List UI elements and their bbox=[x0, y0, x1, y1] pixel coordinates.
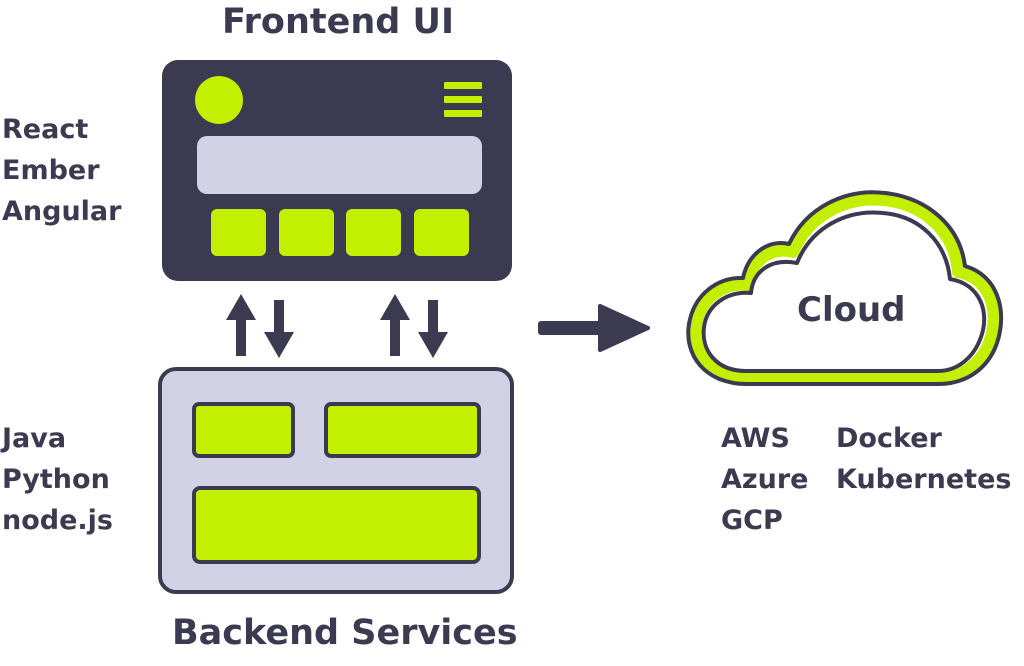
backend-block-medium bbox=[324, 402, 481, 458]
provider-item: GCP bbox=[721, 505, 783, 536]
backend-language-list: Java Python node.js bbox=[2, 418, 113, 541]
tool-item: Docker bbox=[836, 423, 942, 454]
provider-item: AWS bbox=[721, 423, 790, 454]
frontend-search-bar bbox=[197, 136, 482, 194]
framework-item: React bbox=[2, 114, 89, 145]
frontend-window bbox=[162, 60, 512, 281]
language-item: node.js bbox=[2, 505, 113, 536]
frontend-tile-3 bbox=[346, 209, 401, 256]
framework-item: Ember bbox=[2, 155, 100, 186]
provider-item: Azure bbox=[721, 464, 809, 495]
hamburger-menu-icon bbox=[444, 82, 482, 117]
cloud-label: Cloud bbox=[797, 290, 906, 330]
circle-logo-icon bbox=[195, 76, 243, 124]
backend-window bbox=[158, 367, 514, 594]
backend-block-wide bbox=[192, 486, 481, 564]
framework-item: Angular bbox=[2, 196, 122, 227]
frontend-title: Frontend UI bbox=[222, 2, 454, 42]
right-arrow-icon bbox=[538, 304, 650, 352]
cloud-icon bbox=[686, 190, 1004, 386]
frontend-tile-1 bbox=[211, 209, 266, 256]
cloud-tool-list: Docker Kubernetes bbox=[836, 418, 1011, 500]
frontend-tile-2 bbox=[279, 209, 334, 256]
language-item: Java bbox=[2, 423, 67, 454]
bidirectional-arrow-icon bbox=[380, 294, 448, 358]
tool-item: Kubernetes bbox=[836, 464, 1012, 495]
backend-title: Backend Services bbox=[172, 613, 518, 653]
frontend-tile-4 bbox=[414, 209, 469, 256]
bidirectional-arrow-icon bbox=[226, 294, 294, 358]
backend-block-small bbox=[192, 402, 295, 458]
language-item: Python bbox=[2, 464, 110, 495]
frontend-framework-list: React Ember Angular bbox=[2, 109, 121, 232]
cloud-provider-list: AWS Azure GCP bbox=[721, 418, 808, 541]
